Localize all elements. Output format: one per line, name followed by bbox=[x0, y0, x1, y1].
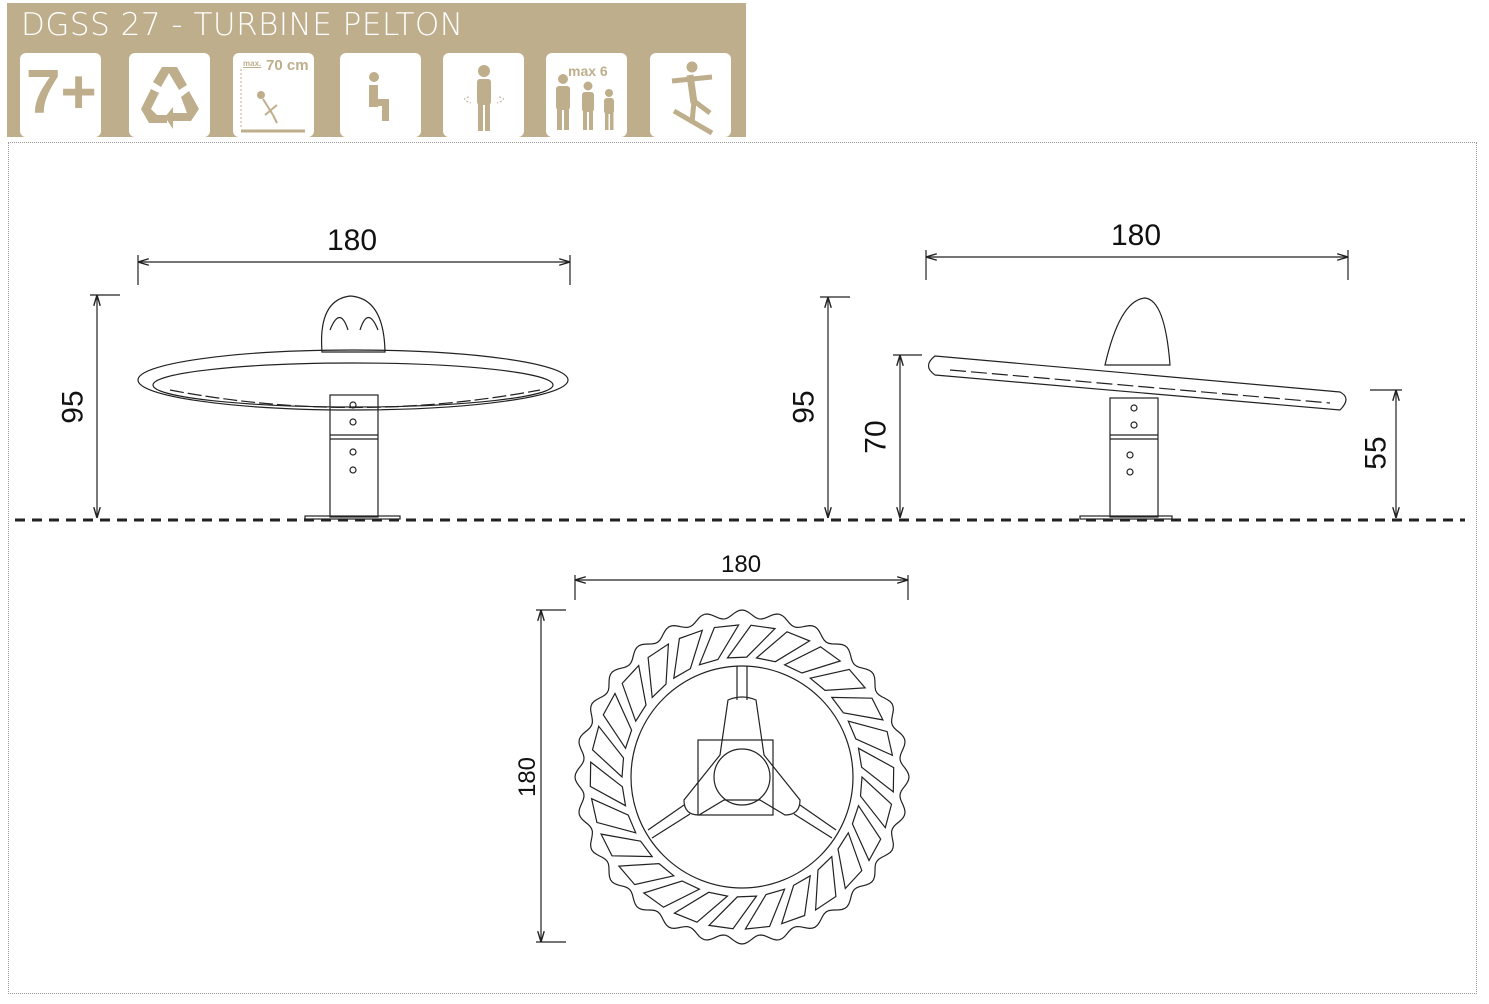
age-7-plus-icon: 7+ bbox=[20, 53, 101, 137]
product-header: DGSS 27 - TURBINE PELTON 7+ max. 70 cm bbox=[7, 3, 746, 137]
turbine-blade bbox=[837, 831, 863, 890]
turbine-blade bbox=[814, 855, 837, 912]
side-height-dimension: 95 bbox=[787, 390, 821, 424]
turbine-blade bbox=[726, 624, 777, 659]
turbine-blade bbox=[602, 692, 633, 750]
front-view bbox=[90, 255, 571, 520]
recycle-icon bbox=[129, 53, 210, 137]
turbine-blade bbox=[673, 629, 704, 680]
turbine-blade bbox=[590, 797, 637, 834]
turbine-blade bbox=[780, 874, 811, 925]
side-high-end-dimension: 70 bbox=[859, 420, 893, 454]
product-title: DGSS 27 - TURBINE PELTON bbox=[21, 7, 464, 43]
turbine-blade bbox=[808, 668, 867, 692]
top-depth-dimension: 180 bbox=[514, 756, 542, 798]
front-width-dimension: 180 bbox=[327, 224, 378, 257]
turbine-blade bbox=[755, 631, 811, 663]
turbine-blade bbox=[851, 804, 882, 862]
turbine-blade bbox=[707, 895, 758, 930]
turbine-blade bbox=[830, 696, 884, 721]
turbine-blade bbox=[847, 720, 894, 757]
turbine-blade bbox=[783, 646, 842, 674]
max-users-icon: max 6 bbox=[546, 53, 627, 137]
turbine-blade bbox=[600, 833, 654, 858]
turbine-blade bbox=[673, 891, 729, 923]
front-height-dimension: 95 bbox=[56, 390, 90, 424]
turbine-blade bbox=[647, 642, 670, 699]
rotating-person-icon bbox=[443, 53, 524, 137]
turbine-blade bbox=[744, 888, 786, 930]
turbine-blade bbox=[591, 724, 625, 779]
side-low-end-dimension: 55 bbox=[1359, 436, 1393, 470]
side-width-dimension: 180 bbox=[1111, 219, 1162, 252]
turbine-blade bbox=[857, 747, 895, 794]
turbine-blade bbox=[621, 664, 647, 723]
side-view bbox=[820, 250, 1402, 520]
turbine-blade bbox=[589, 760, 627, 807]
wheel-rim bbox=[574, 609, 910, 945]
drawing-frame bbox=[8, 142, 1477, 994]
balance-person-icon bbox=[650, 53, 731, 137]
turbine-blade bbox=[642, 880, 701, 908]
turbine-blade bbox=[698, 624, 740, 666]
fall-height-icon: max. 70 cm bbox=[233, 53, 314, 137]
seated-person-icon bbox=[340, 53, 421, 137]
turbine-blade bbox=[859, 775, 893, 830]
turbine-blade bbox=[617, 862, 676, 886]
top-width-dimension: 180 bbox=[721, 551, 762, 578]
top-view bbox=[536, 575, 910, 945]
